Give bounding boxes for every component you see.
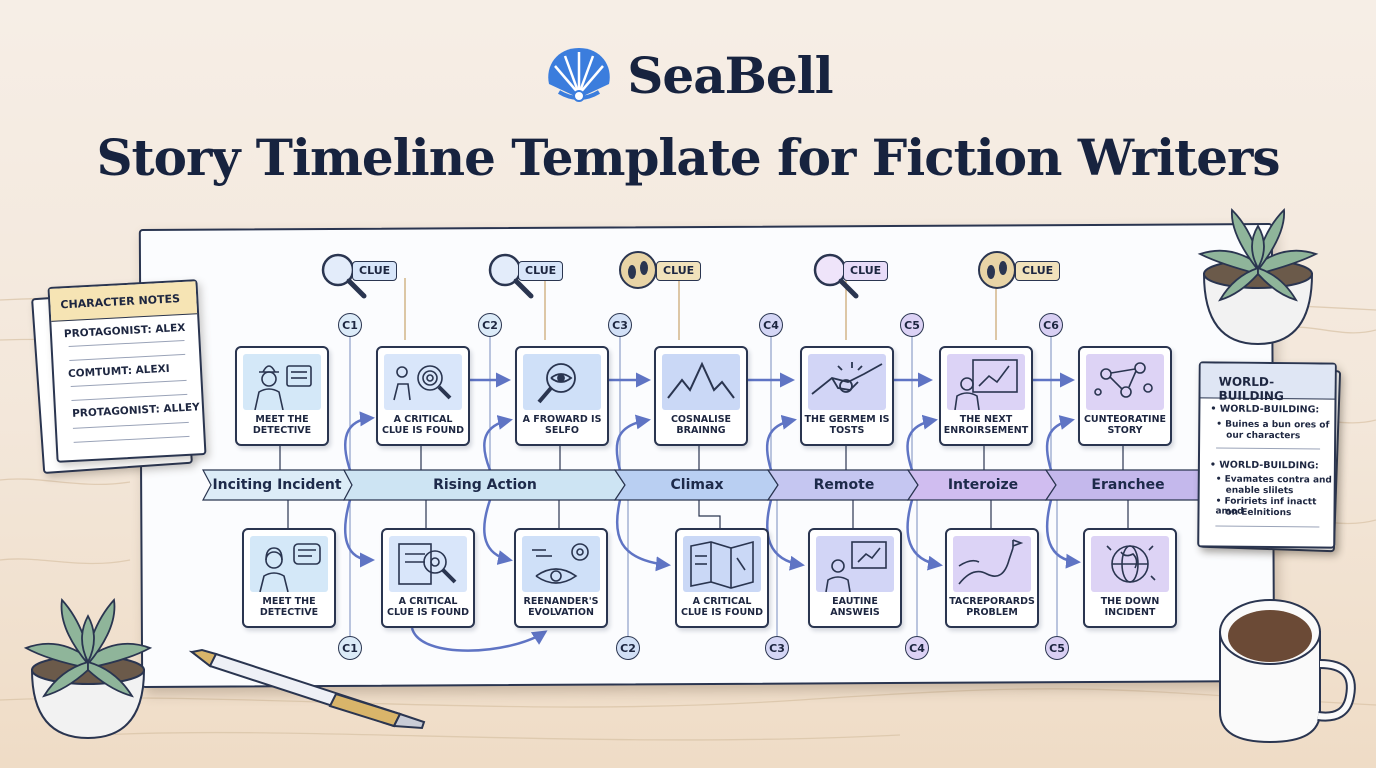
clue-tag: CLUE	[1015, 261, 1061, 281]
character-note-line: COMTUMT: ALEXI	[67, 362, 170, 381]
event-card-top-3[interactable]: A FROWARD IS SELFO	[515, 346, 609, 446]
event-card-bottom-7[interactable]: THE DOWN INCIDENT	[1083, 528, 1177, 628]
card-caption: A FROWARD IS SELFO	[522, 414, 602, 436]
event-card-bottom-6[interactable]: TACREPORARDS PROBLEM	[945, 528, 1039, 628]
card-caption: MEET THE DETECTIVE	[252, 414, 312, 436]
character-note-line: PROTAGONIST: ALLEY	[71, 401, 201, 420]
brand-name: SeaBell	[627, 45, 833, 105]
brand-header: SeaBell	[0, 40, 1376, 110]
phase-label-1: Inciting Incident	[212, 477, 342, 493]
clue-tag: CLUE	[843, 261, 889, 281]
coffee-mug-icon	[1219, 599, 1356, 744]
network-people-icon	[1086, 354, 1164, 410]
marker-bottom-c3: C3	[765, 636, 789, 660]
event-card-bottom-1[interactable]: MEET THE DETECTIVE	[242, 528, 336, 628]
globe-icon	[1091, 536, 1169, 592]
mountain-graph-icon	[662, 354, 740, 410]
presentation-icon	[947, 354, 1025, 411]
card-caption: REENANDER'S EVOLVATION	[523, 596, 599, 618]
document-magnifier-icon	[389, 536, 467, 592]
card-caption: COSNALISE BRAINNG	[670, 414, 732, 436]
card-caption: THE DOWN INCIDENT	[1100, 596, 1160, 618]
succulent-icon	[23, 597, 153, 740]
clue-tag: CLUE	[352, 261, 398, 281]
footprints-icon	[978, 251, 1016, 289]
marker-top-c2: C2	[478, 313, 502, 337]
event-card-top-7[interactable]: CUNTEORATINE STORY	[1078, 346, 1172, 446]
world-building-item: our characters	[1226, 430, 1301, 442]
world-building-item: on Eelnitions	[1225, 507, 1292, 519]
clue-tag: CLUE	[518, 261, 564, 281]
card-caption: MEET THE DETECTIVE	[259, 596, 319, 618]
marker-bottom-c2: C2	[616, 636, 640, 660]
marker-top-c4: C4	[759, 313, 783, 337]
map-icon	[683, 536, 761, 592]
fingerprint-icon	[384, 354, 462, 410]
phase-label-6: Eranchee	[1091, 477, 1165, 493]
phase-label-2: Rising Action	[433, 477, 537, 493]
card-caption: CUNTEORATINE STORY	[1083, 414, 1167, 436]
marker-top-c5: C5	[900, 313, 924, 337]
marker-top-c3: C3	[608, 313, 632, 337]
character-note-line: PROTAGONIST: ALEX	[63, 321, 186, 341]
world-building-item: • Evamates contra and	[1215, 474, 1332, 486]
event-card-top-4[interactable]: COSNALISE BRAINNG	[654, 346, 748, 446]
world-building-item: enable slilets	[1225, 485, 1294, 497]
character-notes: CHARACTER NOTES PROTAGONIST: ALEX COMTUM…	[47, 279, 207, 463]
eye-gear-icon	[522, 536, 600, 592]
eye-magnifier-icon	[523, 354, 601, 410]
card-caption: THE GERMEM IS TOSTS	[804, 414, 890, 436]
world-building-section-title: • WORLD-BUILDING:	[1210, 403, 1320, 416]
event-card-bottom-5[interactable]: EAUTINE ANSWEIS	[808, 528, 902, 628]
card-caption: THE NEXT ENROIRSEMENT	[943, 414, 1029, 436]
card-caption: TACREPORARDS PROBLEM	[949, 596, 1035, 618]
event-card-top-1[interactable]: MEET THE DETECTIVE	[235, 346, 329, 446]
handshake-icon	[808, 354, 886, 410]
detective-icon	[243, 354, 321, 411]
event-card-bottom-3[interactable]: REENANDER'S EVOLVATION	[514, 528, 608, 628]
card-caption: EAUTINE ANSWEIS	[830, 596, 880, 618]
card-caption: A CRITICAL CLUE IS FOUND	[681, 596, 763, 618]
event-card-bottom-4[interactable]: A CRITICAL CLUE IS FOUND	[675, 528, 769, 628]
phase-label-3: Climax	[670, 477, 724, 493]
person-board-icon	[816, 536, 894, 593]
card-caption: A CRITICAL CLUE IS FOUND	[382, 414, 464, 436]
clue-tag: CLUE	[656, 261, 702, 281]
world-building-heading: WORLD-BUILDING	[1218, 374, 1284, 404]
woman-speech-icon	[250, 536, 328, 593]
event-card-top-6[interactable]: THE NEXT ENROIRSEMENT	[939, 346, 1033, 446]
marker-top-c6: C6	[1039, 313, 1063, 337]
winding-road-icon	[953, 536, 1031, 592]
seashell-icon	[548, 48, 611, 102]
world-building-section-title: • WORLD-BUILDING:	[1209, 459, 1319, 472]
succulent-icon	[1197, 207, 1319, 346]
footprints-icon	[619, 251, 657, 289]
event-card-top-5[interactable]: THE GERMEM IS TOSTS	[800, 346, 894, 446]
event-card-bottom-2[interactable]: A CRITICAL CLUE IS FOUND	[381, 528, 475, 628]
phase-label-5: Interoize	[947, 477, 1019, 493]
marker-top-c1: C1	[338, 313, 362, 337]
marker-bottom-c1: C1	[338, 636, 362, 660]
page-title: Story Timeline Template for Fiction Writ…	[96, 128, 1280, 187]
pen-icon	[188, 648, 426, 730]
world-building-panel: WORLD-BUILDING • WORLD-BUILDING: • Buine…	[1197, 361, 1337, 549]
phase-label-4: Remote	[813, 477, 875, 493]
world-building-item: • Buines a bun ores of	[1216, 419, 1330, 431]
marker-bottom-c4: C4	[905, 636, 929, 660]
card-caption: A CRITICAL CLUE IS FOUND	[387, 596, 469, 618]
event-card-top-2[interactable]: A CRITICAL CLUE IS FOUND	[376, 346, 470, 446]
marker-bottom-c5: C5	[1045, 636, 1069, 660]
